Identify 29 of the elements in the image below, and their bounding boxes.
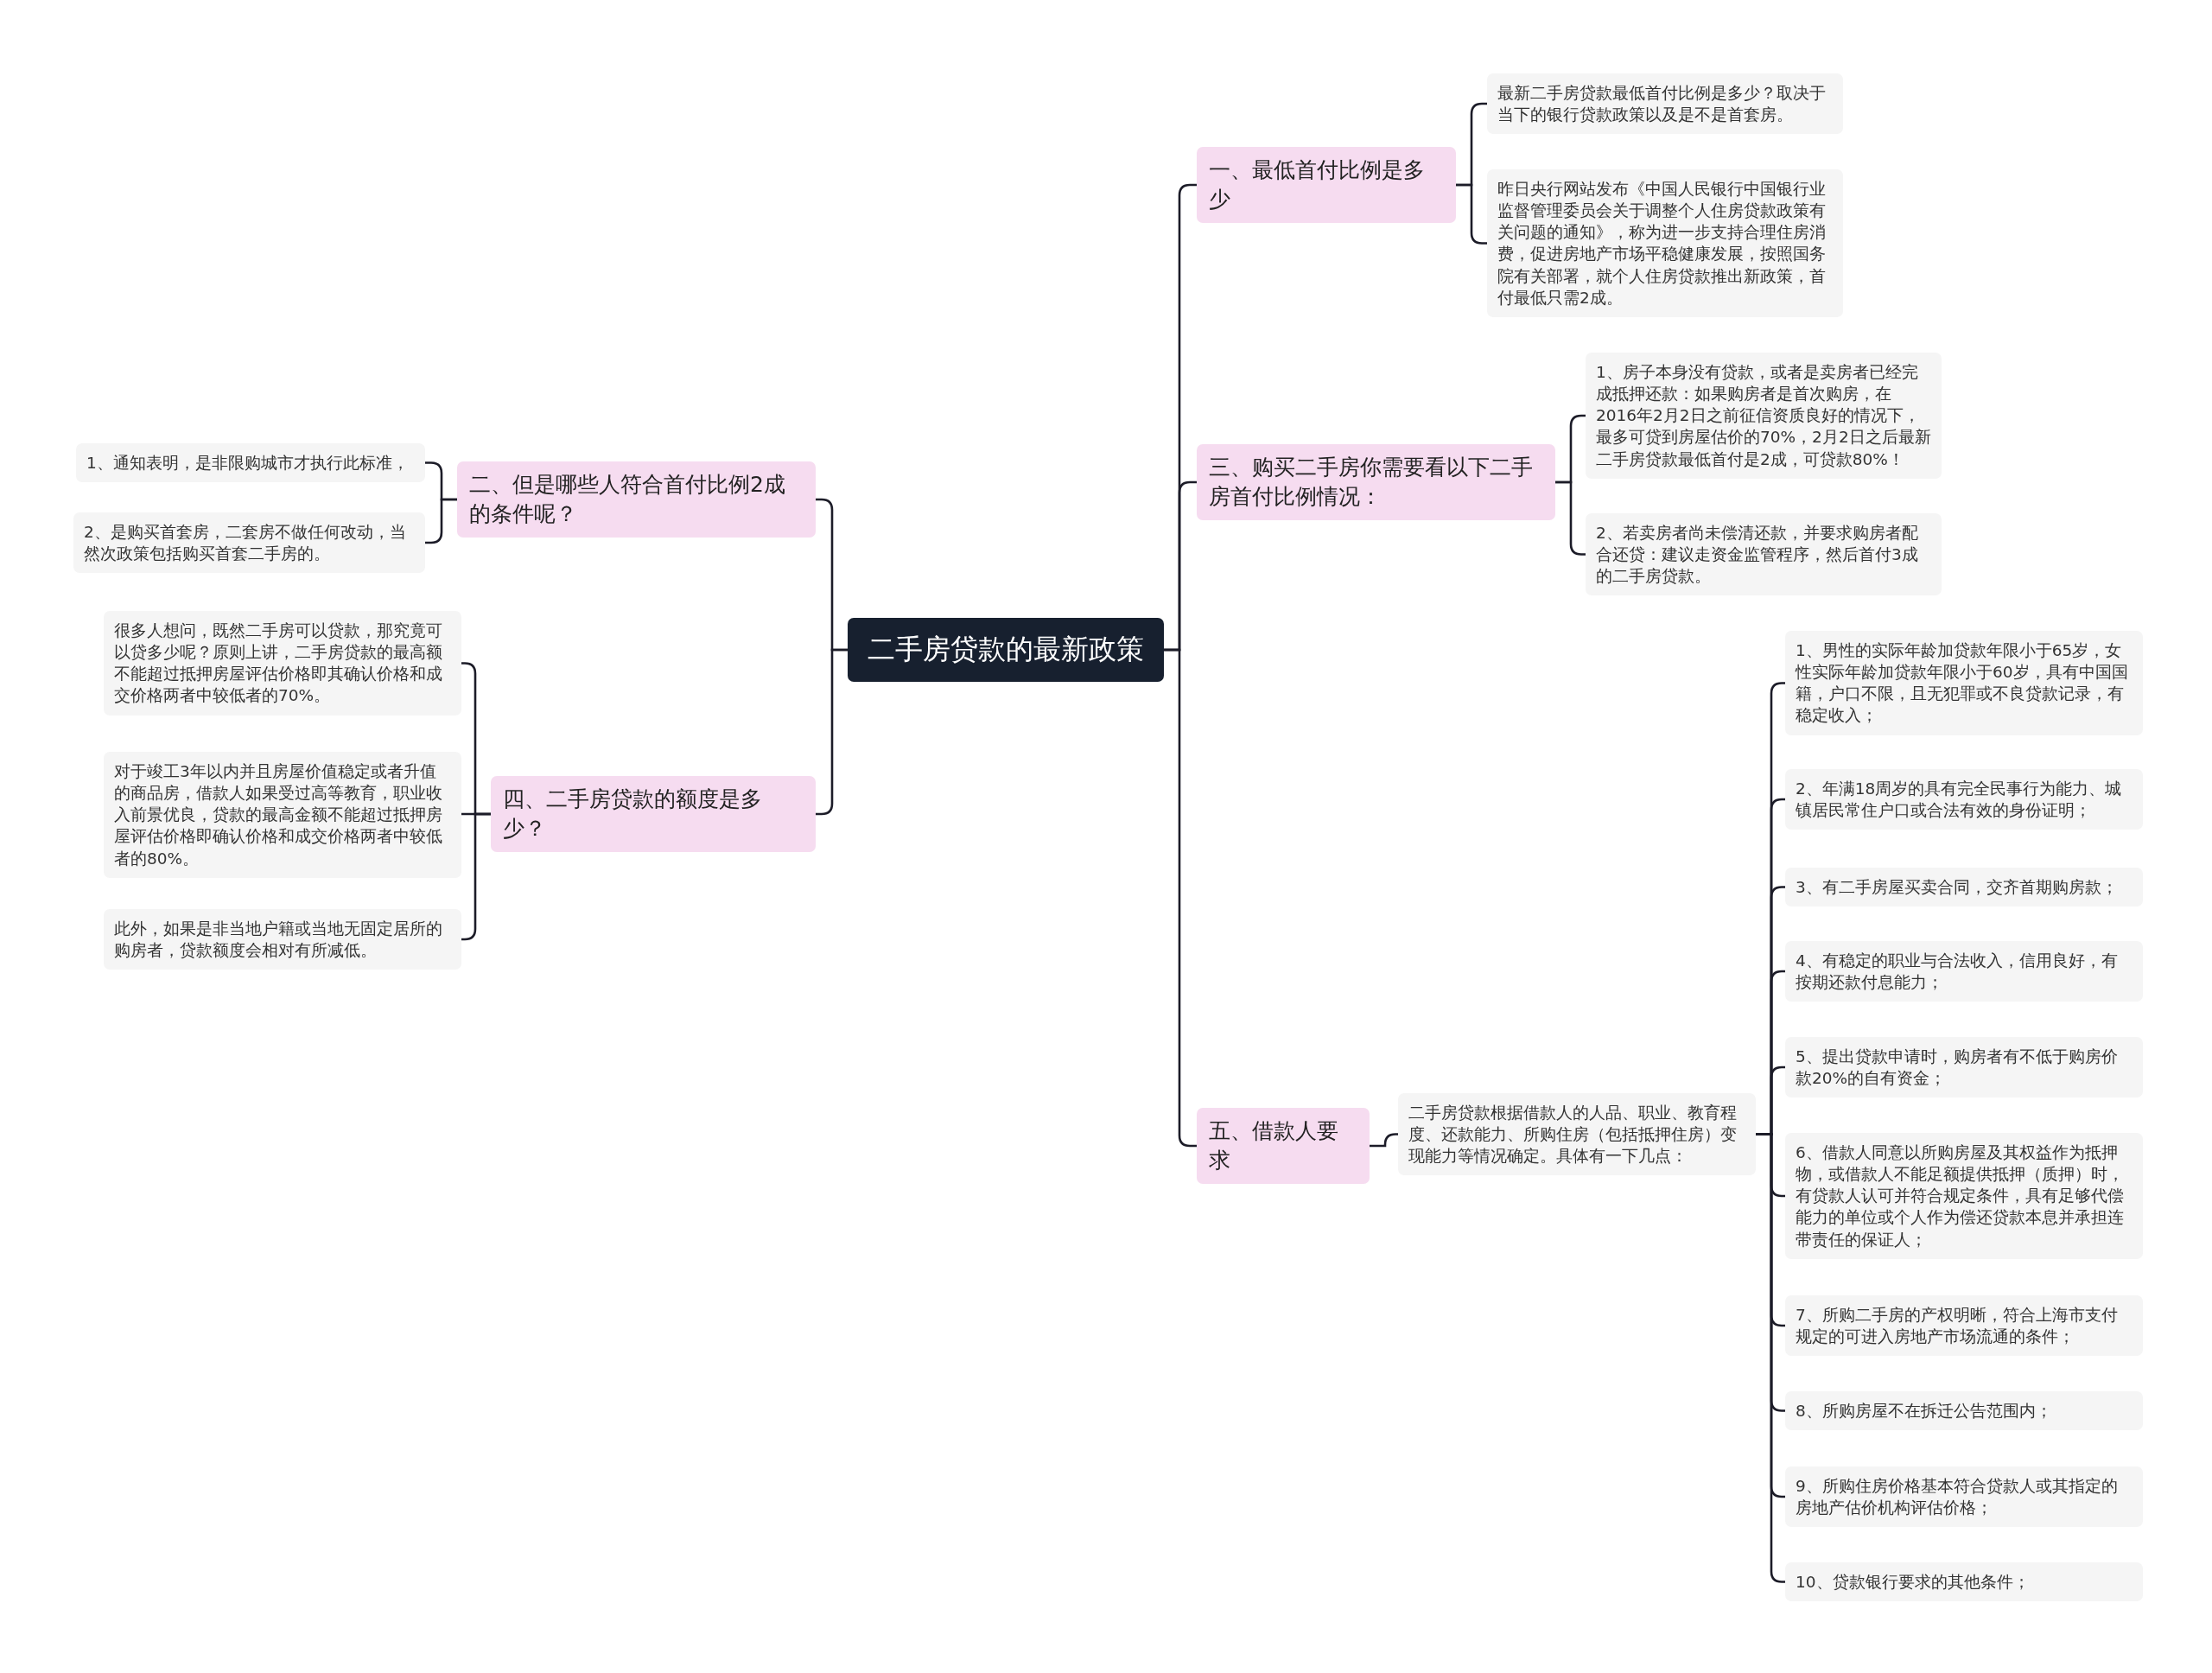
connector-line bbox=[425, 498, 457, 544]
note-box: 二手房贷款根据借款人的人品、职业、教育程度、还款能力、所购住房（包括抵押住房）变现能力等情况确定。具体有一下几点： bbox=[1398, 1093, 1756, 1176]
note-box: 对于竣工3年以内并且房屋价值稳定或者升值的商品房，借款人如果受过高等教育，职业收入前景优良，贷款的最高金额不能超过抵押房屋评估价格即确认价格和成交价格两者中较低者的80%。 bbox=[104, 752, 461, 878]
note-box: 2、年满18周岁的具有完全民事行为能力、城镇居民常住户口或合法有效的身份证明； bbox=[1785, 769, 2143, 830]
note-box: 昨日央行网站发布《中国人民银行中国银行业监督管理委员会关于调整个人住房贷款政策有关问题的通知》，称为进一步支持合理住房消费，促进房地产市场平稳健康发展，按照国务院有关部署，就个人住房贷款推出新政策，首付最低只需2成。 bbox=[1487, 169, 1843, 317]
note-box: 2、是购买首套房，二套房不做任何改动，当然次政策包括购买首套二手房的。 bbox=[73, 512, 425, 574]
connector-line bbox=[816, 648, 848, 816]
topic-box: 一、最低首付比例是多少 bbox=[1197, 147, 1456, 223]
topic-box: 五、借款人要求 bbox=[1197, 1108, 1370, 1184]
note-box: 最新二手房贷款最低首付比例是多少？取决于当下的银行贷款政策以及是不是首套房。 bbox=[1487, 73, 1843, 135]
note-box: 1、房子本身没有贷款，或者是卖房者已经完成抵押还款：如果购房者是首次购房，在2016年2月2日之前征信资质良好的情况下，最多可贷到房屋估价的70%，2月2日之后最新二手房贷款最低首付是2成，可贷款80%！ bbox=[1586, 353, 1942, 479]
note-box: 10、贷款银行要求的其他条件； bbox=[1785, 1562, 2143, 1602]
note-box: 4、有稳定的职业与合法收入，信用良好，有按期还款付息能力； bbox=[1785, 941, 2143, 1002]
connector-line bbox=[1370, 1133, 1398, 1148]
note-box: 6、借款人同意以所购房屋及其权益作为抵押物，或借款人不能足额提供抵押（质押）时，有贷款人认可并符合规定条件，具有足够代偿能力的单位或个人作为偿还贷款本息并承担连带责任的保证人； bbox=[1785, 1133, 2143, 1259]
note-box: 9、所购住房价格基本符合贷款人或其指定的房地产估价机构评估价格； bbox=[1785, 1466, 2143, 1528]
note-box: 1、通知表明，是非限购城市才执行此标准， bbox=[76, 443, 425, 483]
note-box: 7、所购二手房的产权明晰，符合上海市支付规定的可进入房地产市场流通的条件； bbox=[1785, 1295, 2143, 1357]
note-box: 8、所购房屋不在拆迁公告范围内； bbox=[1785, 1391, 2143, 1431]
note-box: 5、提出贷款申请时，购房者有不低于购房价款20%的自有资金； bbox=[1785, 1037, 2143, 1098]
note-box: 1、男性的实际年龄加贷款年限小于65岁，女性实际年龄加贷款年限小于60岁，具有中国国籍，户口不限，且无犯罪或不良贷款记录，有稳定收入； bbox=[1785, 631, 2143, 735]
central-topic: 二手房贷款的最新政策 bbox=[848, 618, 1164, 682]
topic-box: 三、购买二手房你需要看以下二手房首付比例情况： bbox=[1197, 444, 1555, 520]
note-box: 此外，如果是非当地户籍或当地无固定居所的购房者，贷款额度会相对有所减低。 bbox=[104, 909, 461, 970]
topic-box: 四、二手房贷款的额度是多少？ bbox=[491, 776, 816, 852]
note-box: 3、有二手房屋买卖合同，交齐首期购房款； bbox=[1785, 868, 2143, 907]
note-box: 很多人想问，既然二手房可以贷款，那究竟可以贷多少呢？原则上讲，二手房贷款的最高额不能超过抵押房屋评估价格即其确认价格和成交价格两者中较低者的70%。 bbox=[104, 611, 461, 716]
note-box: 2、若卖房者尚未偿清还款，并要求购房者配合还贷：建议走资金监管程序，然后首付3成的二手房贷款。 bbox=[1586, 513, 1942, 596]
topic-box: 二、但是哪些人符合首付比例2成的条件呢？ bbox=[457, 461, 816, 538]
